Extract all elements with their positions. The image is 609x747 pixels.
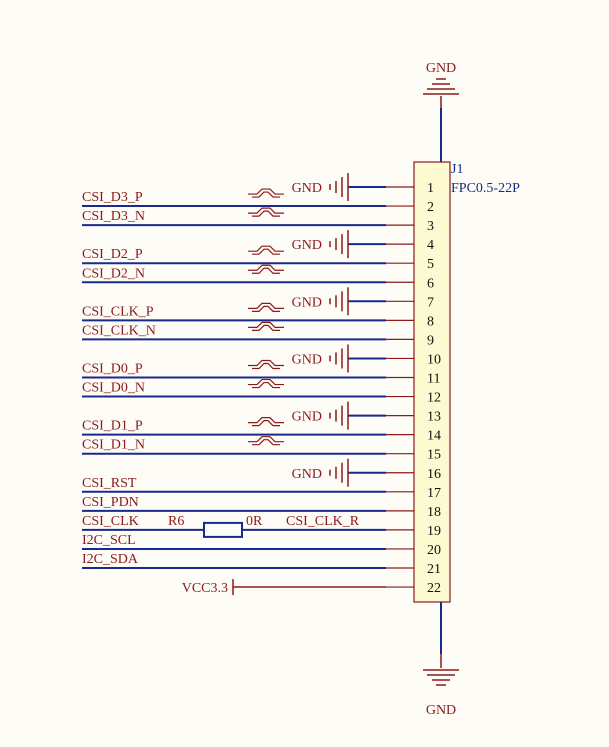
diff-pair-mark-14 bbox=[248, 417, 284, 427]
pin-number-4: 4 bbox=[427, 238, 434, 253]
connector-designator: J1 bbox=[451, 162, 463, 177]
pin-number-22: 22 bbox=[427, 581, 441, 596]
gnd-label-pin-4: GND bbox=[292, 238, 322, 253]
diff-pair-mark-5 bbox=[248, 245, 284, 255]
pin-number-6: 6 bbox=[427, 276, 434, 291]
resistor-r6-body bbox=[203, 521, 243, 538]
vcc-label: VCC3.3 bbox=[182, 581, 228, 596]
net-label-csi_d1_p: CSI_D1_P bbox=[82, 419, 143, 434]
connector-part: FPC0.5-22P bbox=[451, 181, 520, 196]
net-label-csi_d0_n: CSI_D0_N bbox=[82, 381, 145, 396]
net-label-csi_d3_p: CSI_D3_P bbox=[82, 190, 143, 205]
gnd-label-pin-10: GND bbox=[292, 352, 322, 367]
pin-number-9: 9 bbox=[427, 333, 434, 348]
net-label-csi_clk_p: CSI_CLK_P bbox=[82, 304, 154, 319]
diff-pair-mark-2 bbox=[248, 188, 284, 198]
diff-pair-mark-3 bbox=[248, 207, 284, 217]
net-label-csi_d1_n: CSI_D1_N bbox=[82, 438, 145, 453]
gnd-label-top: GND bbox=[426, 61, 456, 76]
pin-number-2: 2 bbox=[427, 200, 434, 215]
pin-number-17: 17 bbox=[427, 486, 441, 501]
resistor-value: 0R bbox=[246, 514, 263, 529]
pin-number-14: 14 bbox=[427, 429, 441, 444]
pin-number-20: 20 bbox=[427, 543, 441, 558]
net-label-csi_d2_p: CSI_D2_P bbox=[82, 247, 143, 262]
pin-number-21: 21 bbox=[427, 562, 441, 577]
gnd-label-pin-1: GND bbox=[292, 181, 322, 196]
diff-pair-mark-15 bbox=[248, 436, 284, 446]
net-label-i2c_scl: I2C_SCL bbox=[82, 533, 136, 548]
pins-layer: 1GND2CSI_D3_P3CSI_D3_N4GND5CSI_D2_P6CSI_… bbox=[82, 173, 441, 596]
resistor-designator: R6 bbox=[168, 514, 184, 529]
net-label-i2c_sda: I2C_SDA bbox=[82, 552, 139, 567]
pin-number-13: 13 bbox=[427, 410, 441, 425]
connector-body bbox=[413, 161, 451, 603]
pin-number-16: 16 bbox=[427, 467, 441, 482]
pin-number-1: 1 bbox=[427, 181, 434, 196]
gnd-symbol-bottom: GND bbox=[423, 602, 459, 718]
pin-number-19: 19 bbox=[427, 524, 441, 539]
pin-number-5: 5 bbox=[427, 257, 434, 272]
pin-number-3: 3 bbox=[427, 219, 434, 234]
pin-number-15: 15 bbox=[427, 448, 441, 463]
pin-number-18: 18 bbox=[427, 505, 441, 520]
diff-pair-mark-11 bbox=[248, 359, 284, 370]
pin-number-10: 10 bbox=[427, 352, 441, 367]
pin-number-8: 8 bbox=[427, 314, 434, 329]
pin-number-12: 12 bbox=[427, 391, 441, 406]
gnd-label-pin-7: GND bbox=[292, 295, 322, 310]
diff-pair-mark-12 bbox=[248, 378, 284, 389]
gnd-label-pin-16: GND bbox=[292, 467, 322, 482]
net-label-csi_clk_n: CSI_CLK_N bbox=[82, 323, 156, 338]
pin-number-11: 11 bbox=[427, 372, 440, 387]
net-label-csi_rst: CSI_RST bbox=[82, 476, 137, 491]
net-label-csi_clk: CSI_CLK bbox=[82, 514, 139, 529]
diff-pair-mark-8 bbox=[248, 302, 284, 312]
gnd-label-bottom: GND bbox=[426, 703, 456, 718]
net-label-csi-clk-r: CSI_CLK_R bbox=[286, 514, 360, 529]
net-label-csi_d3_n: CSI_D3_N bbox=[82, 209, 145, 224]
net-label-csi_pdn: CSI_PDN bbox=[82, 495, 139, 510]
pin-number-7: 7 bbox=[427, 295, 434, 310]
net-label-csi_d0_p: CSI_D0_P bbox=[82, 362, 143, 377]
gnd-label-pin-13: GND bbox=[292, 410, 322, 425]
diff-pair-mark-6 bbox=[248, 264, 284, 274]
net-label-csi_d2_n: CSI_D2_N bbox=[82, 266, 145, 281]
gnd-symbol-top: GND bbox=[423, 61, 459, 162]
diff-pair-mark-9 bbox=[248, 321, 284, 331]
